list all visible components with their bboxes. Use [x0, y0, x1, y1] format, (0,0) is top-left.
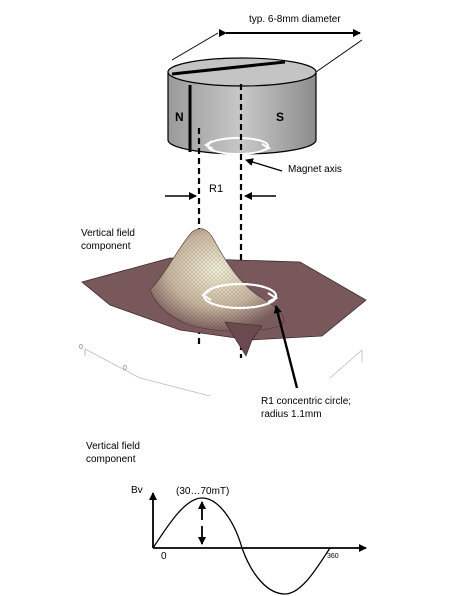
surface-title-line1: Vertical field [81, 228, 135, 239]
surface-axis-tick-front: 0 [123, 365, 127, 372]
sine-x-start: 0 [161, 551, 167, 562]
magnet-axis-label: Magnet axis [288, 164, 342, 175]
sine-x-end: 360 [327, 553, 339, 560]
sine-title-line2: component [86, 454, 136, 465]
surface-axis-tick-left: 0 [79, 344, 83, 351]
diameter-label: typ. 6-8mm diameter [249, 14, 341, 25]
sine-title-line1: Vertical field [86, 441, 140, 452]
surface-plot [81, 228, 367, 397]
amplitude-label: (30…70mT) [176, 486, 230, 497]
magnet-cylinder [167, 57, 317, 155]
r1-label: R1 [209, 183, 224, 195]
surface-title-line2: component [81, 241, 131, 252]
circle-label-line1: R1 concentric circle; [261, 396, 352, 407]
sine-plot [149, 492, 367, 595]
sine-curve [152, 497, 331, 595]
south-pole-label: S [276, 110, 285, 124]
diameter-dimension [171, 29, 363, 73]
north-pole-label: N [175, 110, 184, 124]
circle-label-line2: radius 1.1mm [261, 409, 322, 420]
surface-trough [224, 321, 263, 357]
sine-y-label: Bv [131, 485, 143, 496]
